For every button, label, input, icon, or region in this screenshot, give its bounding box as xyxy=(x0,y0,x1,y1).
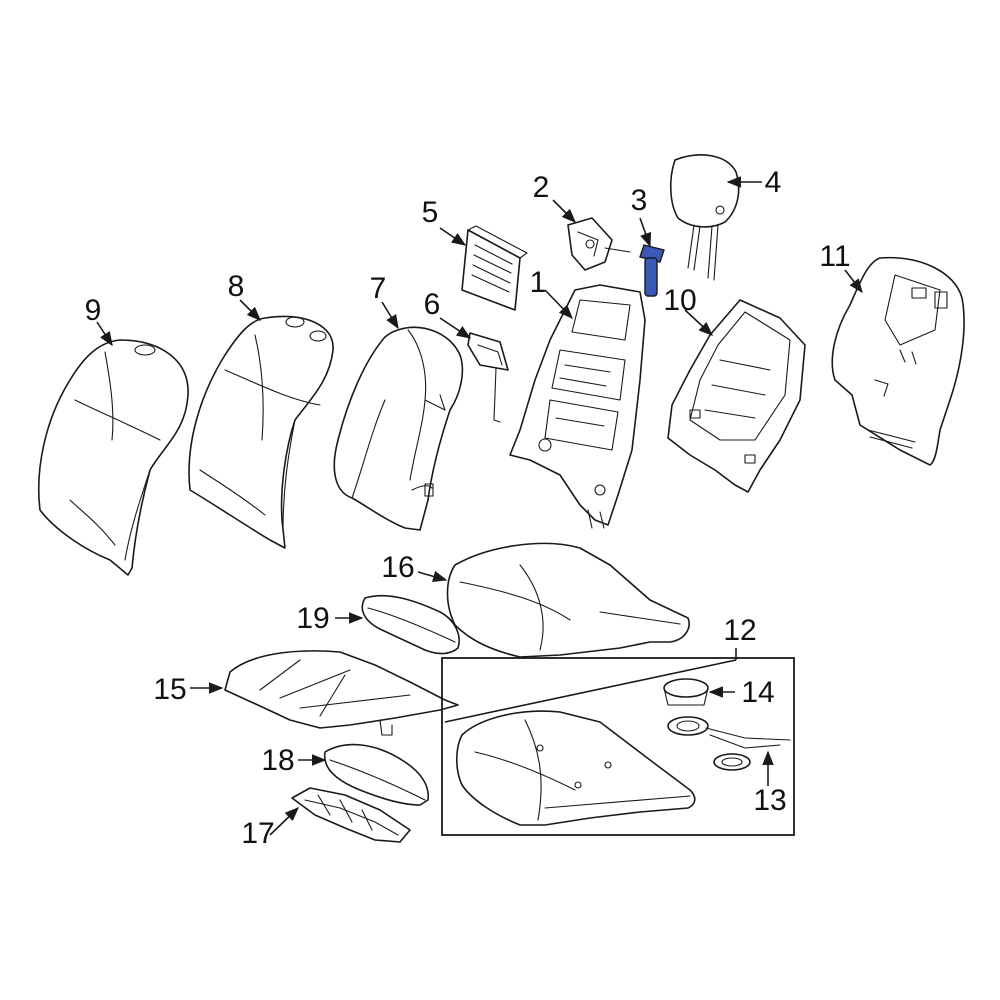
part-6-control-module[interactable] xyxy=(467,332,509,423)
callout-16: 16 xyxy=(381,551,414,584)
callout-7: 7 xyxy=(370,272,387,305)
callout-5: 5 xyxy=(422,196,439,229)
callout-2: 2 xyxy=(533,171,550,204)
part-16-seat-cover[interactable] xyxy=(446,542,690,658)
part-9-backrest-cover[interactable] xyxy=(37,339,189,576)
part-12-group-box xyxy=(441,657,795,836)
part-15-cushion-pad[interactable] xyxy=(224,650,459,736)
part-2-bracket[interactable] xyxy=(567,217,631,271)
part-3-headrest-guide[interactable] xyxy=(639,244,665,297)
callout-1: 1 xyxy=(530,266,547,299)
part-13-harness[interactable] xyxy=(667,716,791,771)
part-8-backrest-trim[interactable] xyxy=(188,315,334,549)
part-18-thigh-cushion[interactable] xyxy=(324,743,430,806)
callout-14: 14 xyxy=(741,676,774,709)
callout-19: 19 xyxy=(296,602,329,635)
callout-3: 3 xyxy=(631,184,648,217)
callout-8: 8 xyxy=(228,270,245,303)
callout-10: 10 xyxy=(663,284,696,317)
callout-4: 4 xyxy=(765,166,782,199)
part-17-spring-mat[interactable] xyxy=(291,787,411,843)
callout-15: 15 xyxy=(153,673,186,706)
part-14-cap[interactable] xyxy=(663,678,709,706)
part-11-rear-panel[interactable] xyxy=(831,256,965,466)
part-1-backrest-frame[interactable] xyxy=(509,284,646,529)
part-12-seat-base[interactable] xyxy=(455,710,696,826)
callout-17: 17 xyxy=(241,817,274,850)
callout-6: 6 xyxy=(424,288,441,321)
leader-lines xyxy=(96,176,863,836)
callout-13: 13 xyxy=(753,784,786,817)
callout-numbers: 1 2 3 4 5 6 7 8 9 10 11 12 13 14 15 16 1… xyxy=(85,166,851,850)
callout-9: 9 xyxy=(85,294,102,327)
part-10-backrest-shell[interactable] xyxy=(667,299,806,493)
part-4-headrest[interactable] xyxy=(669,154,740,281)
callout-12: 12 xyxy=(723,614,756,647)
part-19-side-cushion[interactable] xyxy=(361,594,460,655)
part-7-side-panel[interactable] xyxy=(333,326,464,531)
callout-18: 18 xyxy=(261,744,294,777)
part-5-lumbar-panel[interactable] xyxy=(461,225,528,311)
callout-11: 11 xyxy=(819,240,850,273)
